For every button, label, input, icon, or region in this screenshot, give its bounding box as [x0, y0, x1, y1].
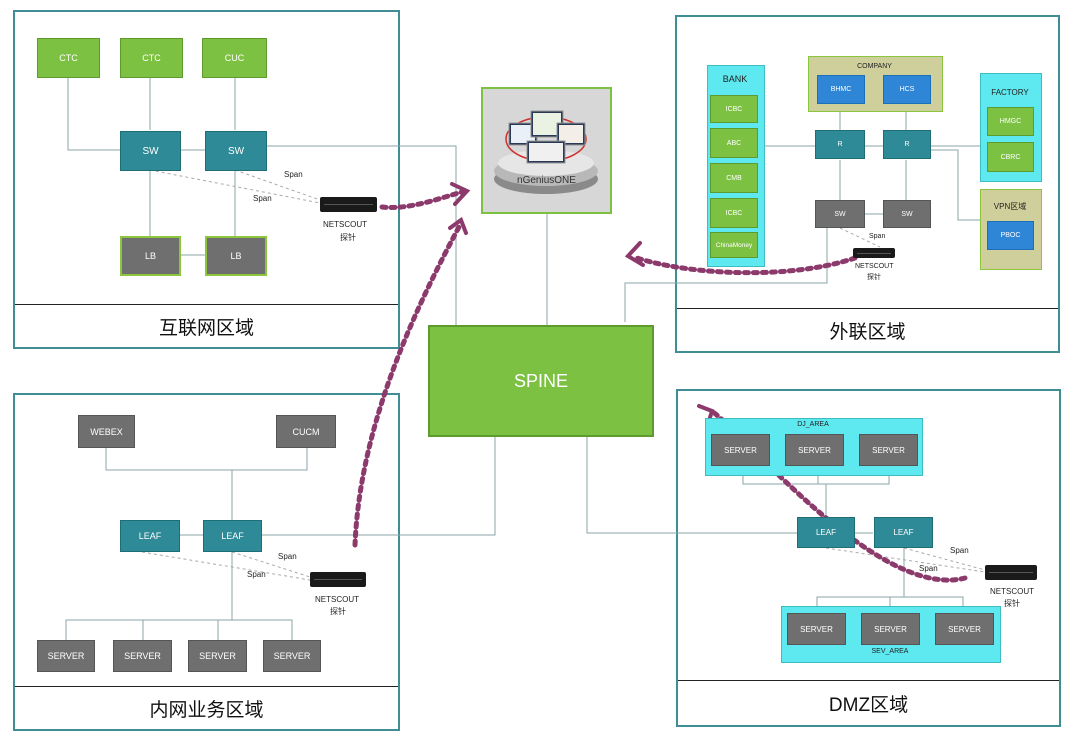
ngenius-label: nGeniusONE [517, 175, 576, 186]
dj-server-2: SERVER [785, 434, 844, 466]
intranet-server-1: SERVER [37, 640, 95, 672]
sev-area-label: SEV_AREA [871, 648, 909, 655]
external-zone-label: 外联区域 [677, 308, 1058, 351]
load-balancer-2: LB [205, 236, 267, 276]
external-router-2: R [883, 130, 931, 159]
probe-label: NETSCOUT [323, 220, 367, 229]
dj-server-3: SERVER [859, 434, 918, 466]
ngenius-console-icon [494, 110, 598, 194]
bank-abc: ABC [710, 128, 758, 158]
spine-switch: SPINE [428, 325, 654, 437]
netscout-probe [310, 572, 366, 587]
internet-zone-label: 互联网区域 [15, 304, 398, 347]
intranet-server-4: SERVER [263, 640, 321, 672]
span-label: Span [253, 194, 272, 203]
external-switch-1: SW [815, 200, 865, 228]
probe-sublabel: 探针 [340, 233, 356, 242]
dj-server-1: SERVER [711, 434, 770, 466]
span-label: Span [950, 546, 969, 555]
company-title: COMPANY [857, 63, 892, 70]
external-switch-2: SW [883, 200, 931, 228]
probe-label: NETSCOUT [990, 587, 1034, 596]
probe-sublabel: 探针 [330, 607, 346, 616]
bank-title: BANK [722, 74, 748, 84]
span-label: Span [284, 170, 303, 179]
sev-server-2: SERVER [861, 613, 920, 645]
intranet-leaf-2: LEAF [203, 520, 262, 552]
load-balancer-1: LB [120, 236, 181, 276]
vpn-pboc: PBOC [987, 221, 1034, 250]
factory-hmgc: HMGC [987, 107, 1034, 136]
dj-area-label: DJ_AREA [797, 421, 829, 428]
sev-server-1: SERVER [787, 613, 846, 645]
company-bhmc: BHMC [817, 75, 865, 104]
internet-switch-1: SW [120, 131, 181, 171]
span-label: Span [869, 233, 886, 240]
span-label: Span [247, 570, 266, 579]
probe-label: NETSCOUT [315, 595, 359, 604]
internet-switch-2: SW [205, 131, 267, 171]
factory-cbrc: CBRC [987, 142, 1034, 172]
sev-server-3: SERVER [935, 613, 994, 645]
intranet-zone-label: 内网业务区域 [15, 686, 398, 729]
intranet-server-3: SERVER [188, 640, 247, 672]
vpn-title: VPN区域 [993, 202, 1027, 211]
external-router-1: R [815, 130, 865, 159]
bank-chinamoney: ChinaMoney [710, 232, 758, 258]
dmz-zone-label: DMZ区域 [678, 680, 1059, 725]
netscout-probe [320, 197, 377, 212]
bank-icbc-2: ICBC [710, 198, 758, 228]
company-hcs: HCS [883, 75, 931, 104]
probe-sublabel: 探针 [1004, 599, 1020, 608]
bank-cmb: CMB [710, 163, 758, 193]
dmz-leaf-1: LEAF [797, 517, 855, 548]
intranet-zone: 内网业务区域 [13, 393, 400, 731]
span-label: Span [919, 564, 938, 573]
span-label: Span [278, 552, 297, 561]
carrier-cuc: CUC [202, 38, 267, 78]
factory-title: FACTORY [991, 88, 1029, 97]
cucm-server: CUCM [276, 415, 336, 448]
dmz-leaf-2: LEAF [874, 517, 933, 548]
netscout-probe [985, 565, 1037, 580]
probe-label: NETSCOUT [855, 263, 894, 270]
intranet-leaf-1: LEAF [120, 520, 180, 552]
bank-icbc: ICBC [710, 95, 758, 123]
netscout-probe [853, 248, 895, 258]
webex-server: WEBEX [78, 415, 135, 448]
intranet-server-2: SERVER [113, 640, 172, 672]
carrier-ctc-2: CTC [120, 38, 183, 78]
probe-sublabel: 探针 [867, 274, 881, 281]
ngenius-box: nGeniusONE [481, 87, 612, 214]
carrier-ctc-1: CTC [37, 38, 100, 78]
